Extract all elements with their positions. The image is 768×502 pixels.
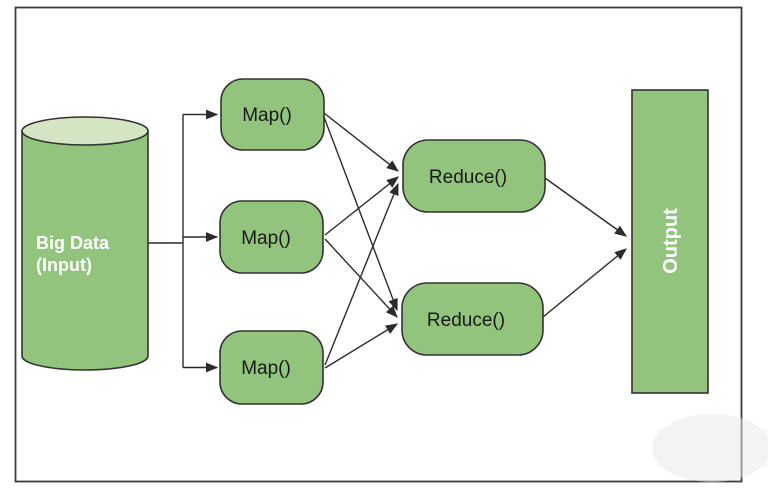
edge-map1-reduce2 arrow-icon xyxy=(323,116,398,312)
edge-map3-reduce1 arrow-icon xyxy=(324,182,399,366)
node-map-2: Map() xyxy=(219,200,324,274)
watermark-remnant xyxy=(652,414,768,482)
cylinder-top xyxy=(21,116,149,146)
edges-reduces-to-output xyxy=(542,177,627,318)
edge-reduce1-output arrow-icon xyxy=(544,177,627,237)
node-big-data-input: Big Data (Input) xyxy=(21,116,149,371)
edges-maps-to-reduces xyxy=(323,112,399,369)
map2-box xyxy=(219,200,324,274)
reduce1-box xyxy=(402,139,546,213)
reduce2-box xyxy=(401,282,544,356)
map2-label: Map() xyxy=(241,228,291,249)
map1-label: Map() xyxy=(242,105,292,126)
cylinder-body xyxy=(21,130,149,371)
edge-map2-reduce1 arrow-icon xyxy=(324,176,399,236)
map3-label: Map() xyxy=(241,358,291,379)
edge-map1-reduce1 arrow-icon xyxy=(323,112,399,172)
edge-map2-reduce2 arrow-icon xyxy=(324,238,398,318)
edge-reduce2-output arrow-icon xyxy=(542,248,627,318)
output-box xyxy=(631,89,709,394)
input-label-line1: Big Data xyxy=(36,233,110,253)
map3-box xyxy=(219,330,324,405)
node-reduce-1: Reduce() xyxy=(402,139,546,213)
map1-box xyxy=(220,78,325,151)
edge-map3-reduce2 arrow-icon xyxy=(324,323,399,369)
reduce2-label: Reduce() xyxy=(427,310,505,331)
node-map-1: Map() xyxy=(220,78,325,151)
output-label: Output xyxy=(660,208,682,274)
node-map-3: Map() xyxy=(219,330,324,405)
input-label-line2: (Input) xyxy=(36,255,92,275)
node-output: Output xyxy=(631,89,709,394)
edges-input-to-maps xyxy=(148,109,219,373)
reduce1-label: Reduce() xyxy=(429,167,507,188)
node-reduce-2: Reduce() xyxy=(401,282,544,356)
